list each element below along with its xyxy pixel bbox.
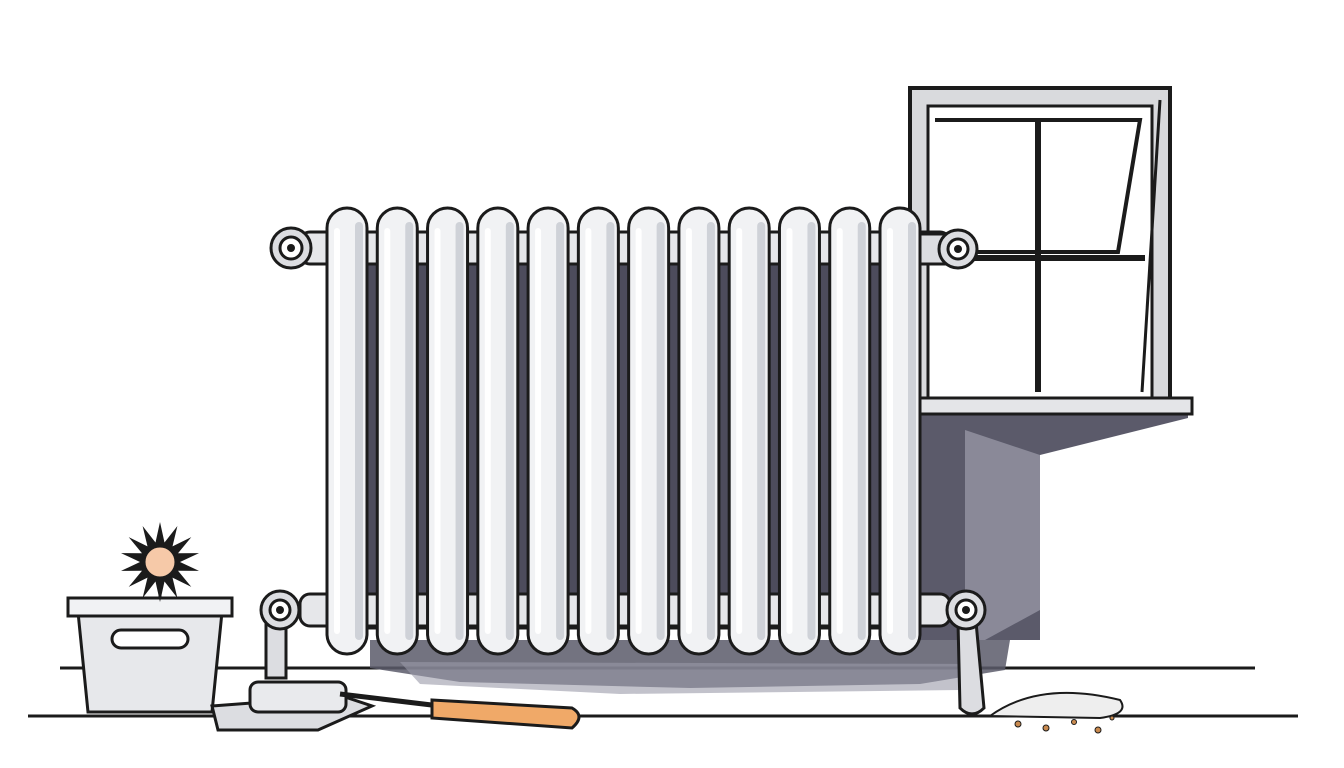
debris-pile bbox=[986, 691, 1124, 720]
radiator-fin bbox=[375, 206, 419, 656]
radiator-fin bbox=[627, 206, 671, 656]
radiator-fin bbox=[325, 206, 369, 656]
window-frame-right-edge bbox=[1140, 99, 1162, 393]
trowel-icon bbox=[210, 680, 581, 732]
wall-shadow-light bbox=[965, 430, 1040, 640]
valve-top-right-icon bbox=[918, 228, 979, 270]
radiator-fin bbox=[476, 206, 520, 656]
bucket-rim bbox=[66, 596, 234, 618]
debris-icon bbox=[986, 691, 1124, 734]
bucket-body bbox=[76, 610, 224, 714]
radiator-icon bbox=[259, 206, 987, 716]
bucket-handle bbox=[110, 628, 190, 650]
valve-bottom-right-icon bbox=[945, 589, 987, 716]
trowel-handle bbox=[430, 698, 581, 730]
radiator-shadow-soft bbox=[400, 662, 980, 694]
radiator-fin bbox=[727, 206, 771, 656]
radiator-fin bbox=[677, 206, 721, 656]
window-sill bbox=[918, 396, 1194, 416]
radiator-fin bbox=[878, 206, 922, 656]
bucket-icon bbox=[66, 596, 234, 714]
radiator-fin bbox=[426, 206, 470, 656]
valve-top-left-icon bbox=[269, 226, 313, 270]
radiator-fins bbox=[325, 206, 922, 656]
valve-bottom-left-icon bbox=[259, 589, 301, 680]
radiator-fin bbox=[526, 206, 570, 656]
trowel-grip bbox=[248, 680, 348, 714]
radiator-fin bbox=[777, 206, 821, 656]
flower-icon bbox=[121, 522, 199, 602]
radiator-fin bbox=[576, 206, 620, 656]
radiator-fin bbox=[828, 206, 872, 656]
trowel-shank bbox=[339, 691, 441, 709]
